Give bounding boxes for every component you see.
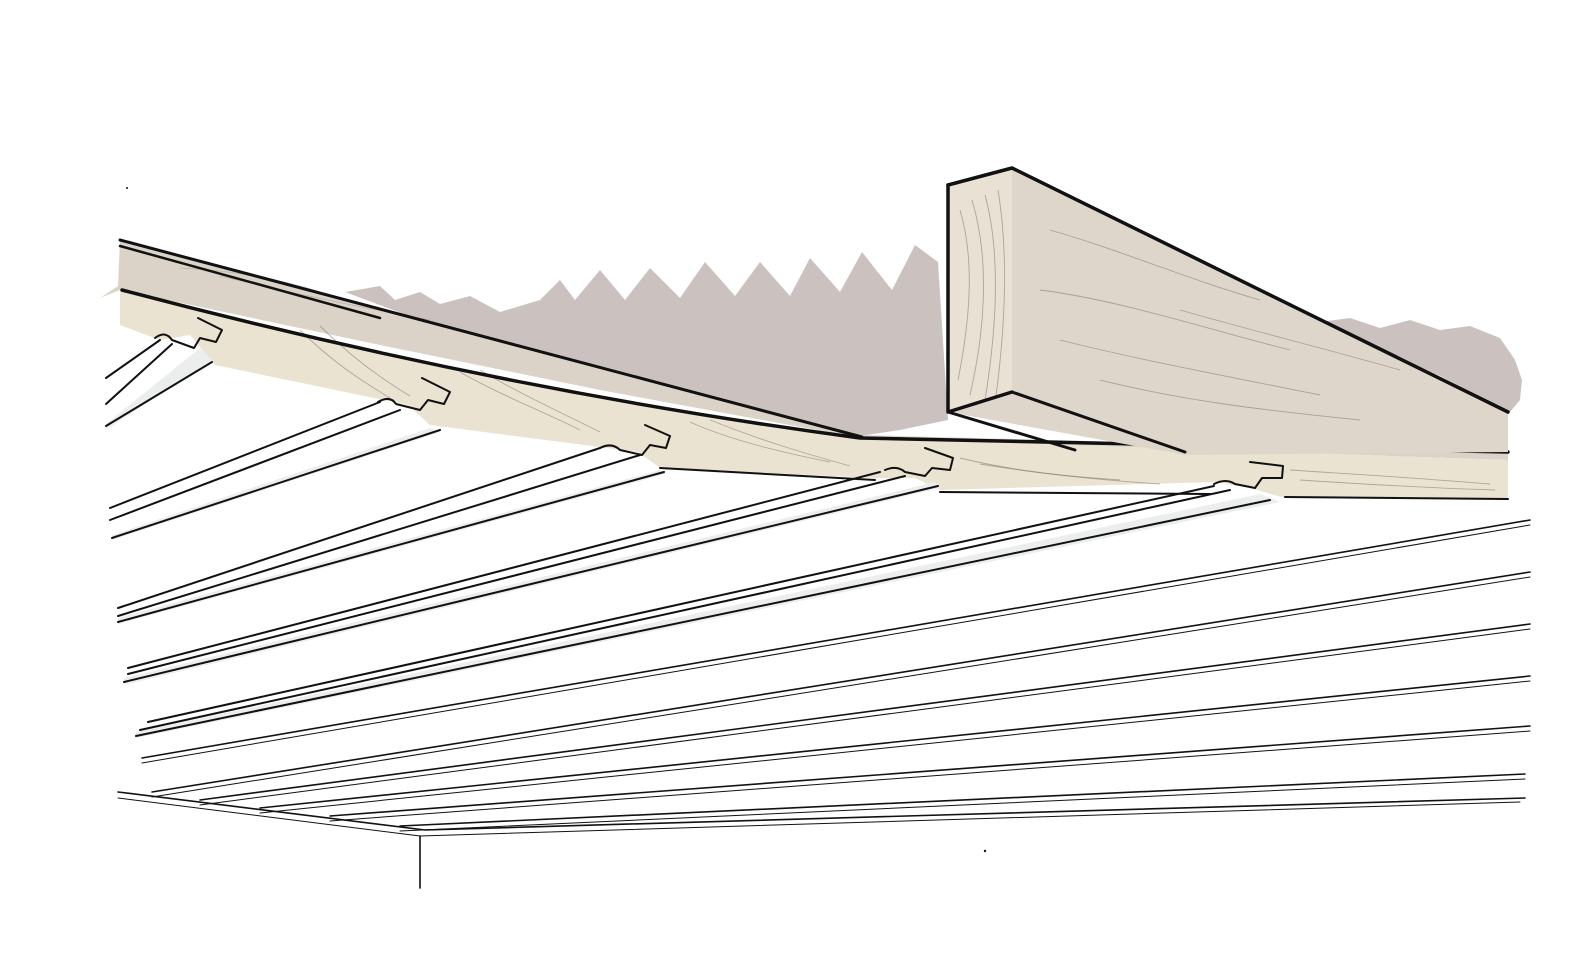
cast-shadow xyxy=(345,245,1522,436)
board-top-layer xyxy=(100,238,1508,460)
board-core-layer xyxy=(120,288,1510,500)
clip-profiles xyxy=(154,317,1284,489)
clip-strips xyxy=(105,339,1280,738)
wooden-beam xyxy=(946,166,1510,455)
ceiling-slats xyxy=(117,187,1531,889)
